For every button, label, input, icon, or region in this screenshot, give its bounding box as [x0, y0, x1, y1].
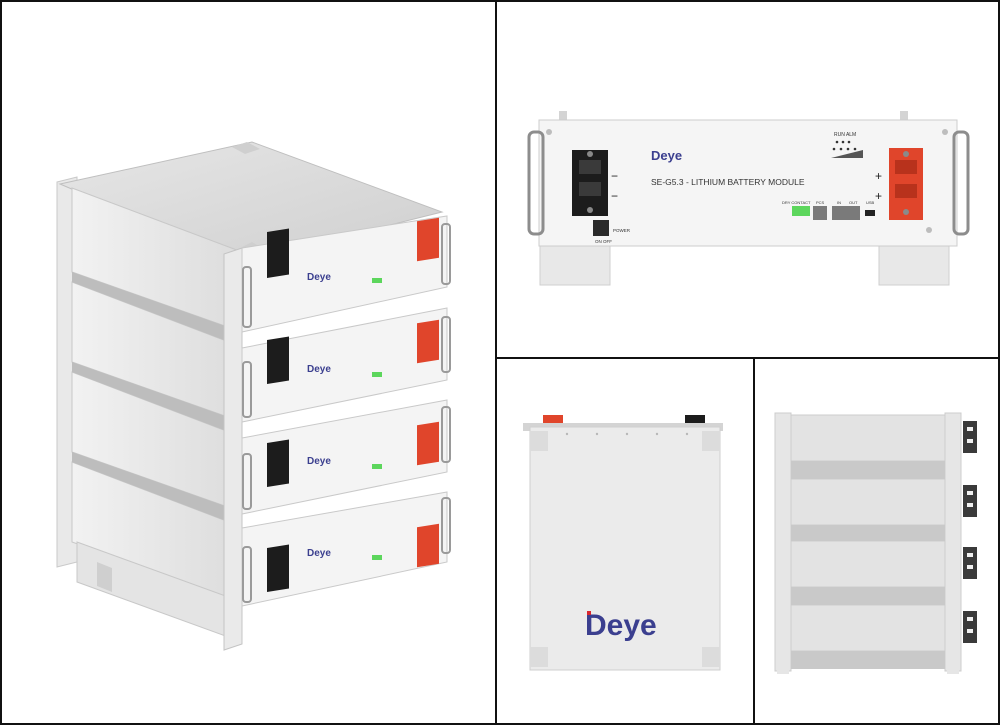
power-switch: [593, 220, 609, 236]
run-alm-label: RUN ALM: [834, 132, 856, 138]
plus-sign: +: [875, 169, 882, 183]
left-handle: [527, 130, 545, 236]
module-front-4: Deye: [241, 491, 448, 607]
dry-contact-label: DRY CONTACT: [782, 200, 811, 205]
usb-label: USB: [866, 200, 875, 205]
stacked-rack-illustration: Deye Deye Deye Deye: [56, 141, 451, 651]
pcs-port: [813, 206, 827, 220]
deye-logo-large: Deye: [585, 609, 657, 642]
logo-accent-dot: [587, 611, 591, 615]
frame-right: [998, 0, 1000, 725]
in-label: IN: [837, 200, 841, 205]
module-logo: Deye: [307, 364, 331, 375]
deye-logo: Deye: [651, 148, 682, 163]
divider-horizontal: [495, 357, 1000, 359]
minus-sign: −: [611, 169, 618, 183]
pcs-label: PCS: [816, 200, 825, 205]
frame-left: [0, 0, 2, 725]
module-top-view: Deye: [497, 359, 753, 723]
module-front-2: Deye: [241, 307, 448, 423]
out-label: OUT: [849, 200, 858, 205]
module-logo: Deye: [307, 272, 331, 283]
on-off-label: ON OFF: [595, 239, 612, 244]
positive-terminal: [889, 148, 923, 220]
frame-bottom: [0, 723, 1000, 725]
usb-port: [865, 210, 875, 216]
plus-sign-2: +: [875, 189, 882, 203]
module-logo: Deye: [307, 456, 331, 467]
module-logo: Deye: [307, 548, 331, 559]
right-handle: [952, 130, 970, 236]
module-front-view: − − POWER ON OFF Deye SE-G5.3 - LITHIUM …: [497, 2, 998, 357]
front-view-illustration: − − POWER ON OFF Deye SE-G5.3 - LITHIUM …: [527, 111, 970, 286]
in-out-port: [832, 206, 860, 220]
dry-contact-port: [792, 206, 810, 216]
stacked-side-view: [755, 359, 998, 723]
negative-terminal: [572, 150, 608, 216]
model-label: SE-G5.3 - LITHIUM BATTERY MODULE: [651, 177, 805, 187]
frame-top: [0, 0, 1000, 2]
divider-vertical-main: [495, 0, 497, 725]
top-view-illustration: Deye: [523, 415, 723, 671]
soc-led-indicators: [831, 140, 863, 158]
power-label: POWER: [613, 228, 631, 233]
side-view-illustration: [774, 412, 977, 674]
minus-sign-2: −: [611, 189, 618, 203]
top-cover: [529, 426, 721, 671]
divider-vertical-bottom: [753, 357, 755, 725]
stacked-battery-rack-view: Deye Deye Deye Deye: [2, 2, 495, 723]
